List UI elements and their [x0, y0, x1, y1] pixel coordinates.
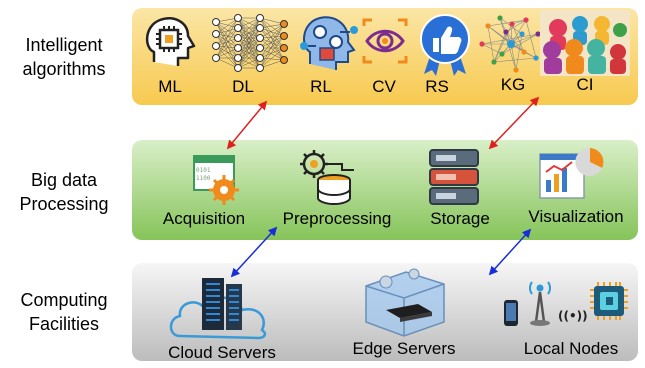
thumbs-up-icon — [420, 14, 470, 76]
svg-text:0101: 0101 — [196, 167, 211, 174]
gear-database-icon — [300, 150, 354, 206]
bigdata-item-visualization: Visualization — [528, 207, 624, 226]
arrow-ai-to-bigdata-left — [226, 100, 268, 150]
storage-server-icon — [429, 149, 479, 205]
neural-net-icon — [212, 14, 288, 72]
svg-text:1100: 1100 — [196, 175, 211, 182]
chip-head-icon — [146, 17, 196, 66]
ai-item-dl: DL — [232, 77, 254, 96]
computing-item-cloud-servers: Cloud Servers — [168, 343, 276, 362]
bigdata-item-storage: Storage — [430, 209, 490, 228]
cloud-server-icon — [169, 278, 267, 340]
ai-item-cv: CV — [372, 77, 396, 96]
phone-antenna-chip-icon: ((•)) — [504, 281, 628, 326]
crowd-icon — [540, 10, 630, 76]
layer-label-bigdata-line2: Processing — [19, 194, 109, 214]
eye-icon — [362, 18, 408, 64]
ai-item-ci: CI — [576, 75, 594, 94]
ai-item-ml: ML — [158, 77, 182, 96]
computing-item-local-nodes: Local Nodes — [523, 339, 619, 358]
data-acquisition-icon: 0101 1100 — [193, 155, 239, 205]
layer-label-ai-line1: Intelligent — [25, 35, 103, 55]
layer-label-computing-line2: Facilities — [28, 314, 99, 334]
layer-label-bigdata-line1: Big data — [30, 170, 98, 190]
robot-head-icon — [300, 16, 358, 70]
layer-label-computing: Computing Facilities — [0, 288, 128, 336]
computing-item-edge-servers: Edge Servers — [352, 339, 456, 358]
bigdata-item-acquisition: Acquisition — [162, 209, 246, 228]
arrow-bigdata-to-computing-left — [230, 226, 278, 278]
dashboard-chart-icon — [539, 147, 604, 199]
bigdata-item-preprocessing: Preprocessing — [282, 209, 392, 228]
svg-text:((•)): ((•)) — [558, 309, 588, 323]
ai-item-rs: RS — [425, 77, 449, 96]
edge-box-icon — [365, 268, 445, 337]
layer-label-ai: Intelligent algorithms — [0, 33, 128, 81]
layer-label-ai-line2: algorithms — [22, 59, 106, 79]
arrow-ai-to-bigdata-right — [488, 96, 540, 150]
graph-network-icon — [479, 15, 541, 73]
ai-item-kg: KG — [500, 75, 526, 94]
layer-label-computing-line1: Computing — [20, 290, 108, 310]
ai-item-rl: RL — [310, 77, 332, 96]
layer-label-bigdata: Big data Processing — [0, 168, 128, 216]
arrow-bigdata-to-computing-right — [488, 228, 532, 276]
